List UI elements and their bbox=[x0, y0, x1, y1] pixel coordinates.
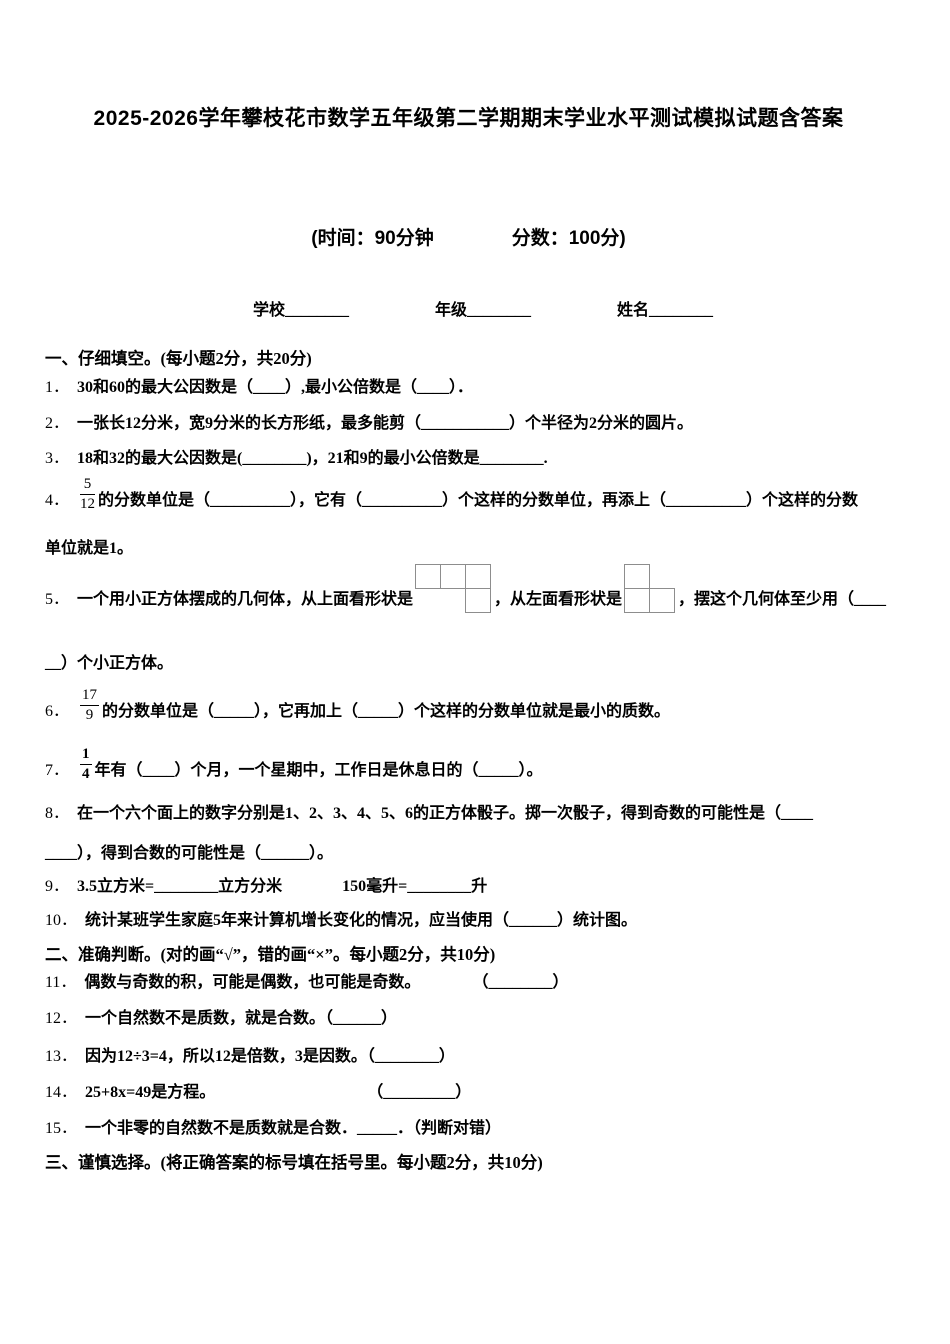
question-4-text: 的分数单位是（__________），它有（__________）个这样的分数单… bbox=[98, 492, 859, 509]
question-11-answer-blank: （________） bbox=[480, 974, 569, 991]
question-15-number: 15． bbox=[45, 1120, 78, 1137]
question-12: 12． 一个自然数不是质数，就是合数。（______） bbox=[45, 1008, 892, 1029]
question-11: 11． 偶数与奇数的积，可能是偶数，也可能是奇数。 （________） bbox=[45, 972, 892, 993]
question-5-continuation: __）个小正方体。 bbox=[45, 655, 174, 672]
question-5-text-3: ，摆这个几何体至少用（____ bbox=[678, 591, 887, 608]
question-4-number: 4． bbox=[45, 492, 70, 509]
question-12-text: 一个自然数不是质数，就是合数。（______） bbox=[85, 1010, 398, 1027]
question-5-text-2: ，从左面看形状是 bbox=[494, 591, 623, 608]
question-15-text: 一个非零的自然数不是质数就是合数．_____．（判断对错） bbox=[85, 1120, 502, 1137]
grade-field: 年级________ bbox=[435, 302, 532, 319]
fraction-numerator: 1 bbox=[82, 746, 90, 762]
question-15: 15． 一个非零的自然数不是质数就是合数．_____．（判断对错） bbox=[45, 1118, 892, 1139]
question-11-text: 偶数与奇数的积，可能是偶数，也可能是奇数。 bbox=[84, 974, 421, 991]
question-8-number: 8． bbox=[45, 805, 70, 822]
question-13-text: 因为12÷3=4，所以12是倍数，3是因数。（________） bbox=[85, 1048, 455, 1065]
section-3-heading: 三、谨慎选择。(将正确答案的标号填在括号里。每小题2分，共10分) bbox=[45, 1153, 543, 1172]
section-1-heading: 一、仔细填空。(每小题2分，共20分) bbox=[45, 349, 312, 368]
question-9-part-1: 3.5立方米=________立方分米 bbox=[77, 878, 283, 895]
exam-paper-page: 2025-2026学年攀枝花市数学五年级第二学期期末学业水平测试模拟试题含答案 … bbox=[45, 107, 892, 1172]
question-14: 14． 25+8x=49是方程。 （_________） bbox=[45, 1082, 892, 1103]
question-13: 13． 因为12÷3=4，所以12是倍数，3是因数。（________） bbox=[45, 1046, 892, 1067]
question-1-number: 1． bbox=[45, 379, 70, 396]
fraction-denominator: 12 bbox=[80, 494, 96, 512]
question-8: 8． 在一个六个面上的数字分别是1、2、3、4、5、6的正方体骰子。掷一次骰子，得… bbox=[45, 803, 892, 824]
time-label: (时间：90分钟 bbox=[311, 228, 434, 249]
question-1-text: 30和60的最大公因数是（____）,最小公倍数是（____）． bbox=[77, 379, 474, 396]
question-4-continuation: 单位就是1。 bbox=[45, 540, 134, 557]
question-10: 10． 统计某班学生家庭5年来计算机增长变化的情况，应当使用（______）统计图… bbox=[45, 910, 892, 931]
question-14-text: 25+8x=49是方程。 bbox=[85, 1084, 216, 1101]
question-1: 1． 30和60的最大公因数是（____）,最小公倍数是（____）． bbox=[45, 377, 892, 398]
question-12-number: 12． bbox=[45, 1010, 78, 1027]
question-10-text: 统计某班学生家庭5年来计算机增长变化的情况，应当使用（______）统计图。 bbox=[85, 912, 638, 929]
question-8-text-line1: 在一个六个面上的数字分别是1、2、3、4、5、6的正方体骰子。掷一次骰子，得到奇… bbox=[77, 805, 814, 822]
top-view-shape bbox=[415, 564, 492, 613]
question-8-continuation: ____），得到合数的可能性是（______）。 bbox=[45, 845, 334, 862]
question-9-number: 9． bbox=[45, 878, 70, 895]
question-5-number: 5． bbox=[45, 591, 70, 608]
question-7-text: 年有（____）个月，一个星期中，工作日是休息日的（_____）。 bbox=[94, 762, 543, 779]
question-6-text: 的分数单位是（_____），它再加上（_____）个这样的分数单位就是最小的质数… bbox=[102, 703, 671, 720]
name-field: 姓名________ bbox=[617, 302, 714, 319]
question-11-number: 11． bbox=[45, 974, 77, 991]
fraction-numerator: 5 bbox=[83, 476, 92, 492]
question-3-text: 18和32的最大公因数是(________)，21和9的最小公倍数是______… bbox=[77, 450, 548, 467]
school-field: 学校________ bbox=[253, 302, 350, 319]
question-2: 2． 一张长12分米，宽9分米的长方形纸，最多能剪（___________）个半径… bbox=[45, 413, 892, 434]
question-14-number: 14． bbox=[45, 1084, 78, 1101]
question-2-text: 一张长12分米，宽9分米的长方形纸，最多能剪（___________）个半径为2… bbox=[77, 415, 694, 432]
score-label: 分数：100分) bbox=[511, 228, 626, 249]
student-info-line: 学校________ 年级________ 姓名________ bbox=[45, 296, 892, 319]
question-3: 3． 18和32的最大公因数是(________)，21和9的最小公倍数是____… bbox=[45, 448, 892, 469]
question-9-part-2: 150毫升=________升 bbox=[342, 878, 488, 895]
question-7-number: 7． bbox=[45, 762, 70, 779]
question-10-number: 10． bbox=[45, 912, 78, 929]
time-score-line: (时间：90分钟 分数：100分) bbox=[45, 228, 892, 250]
fraction-denominator: 4 bbox=[80, 764, 92, 782]
fraction-numerator: 17 bbox=[82, 687, 98, 703]
question-9: 9． 3.5立方米=________立方分米 150毫升=________升 bbox=[45, 876, 892, 897]
fraction-denominator: 9 bbox=[80, 705, 100, 723]
question-14-answer-blank: （_________） bbox=[375, 1084, 472, 1101]
question-6-number: 6． bbox=[45, 703, 70, 720]
question-3-number: 3． bbox=[45, 450, 70, 467]
question-13-number: 13． bbox=[45, 1048, 78, 1065]
section-2-heading: 二、准确判断。(对的画“√”，错的画“×”。每小题2分，共10分) bbox=[45, 945, 496, 964]
question-5-text-1: 一个用小正方体摆成的几何体，从上面看形状是 bbox=[77, 591, 414, 608]
question-2-number: 2． bbox=[45, 415, 70, 432]
page-title: 2025-2026学年攀枝花市数学五年级第二学期期末学业水平测试模拟试题含答案 bbox=[93, 107, 844, 130]
left-view-shape bbox=[624, 564, 676, 613]
question-5: 5． 一个用小正方体摆成的几何体，从上面看形状是 ，从左面看形状是 ，摆这个几何体至少… bbox=[45, 564, 892, 613]
